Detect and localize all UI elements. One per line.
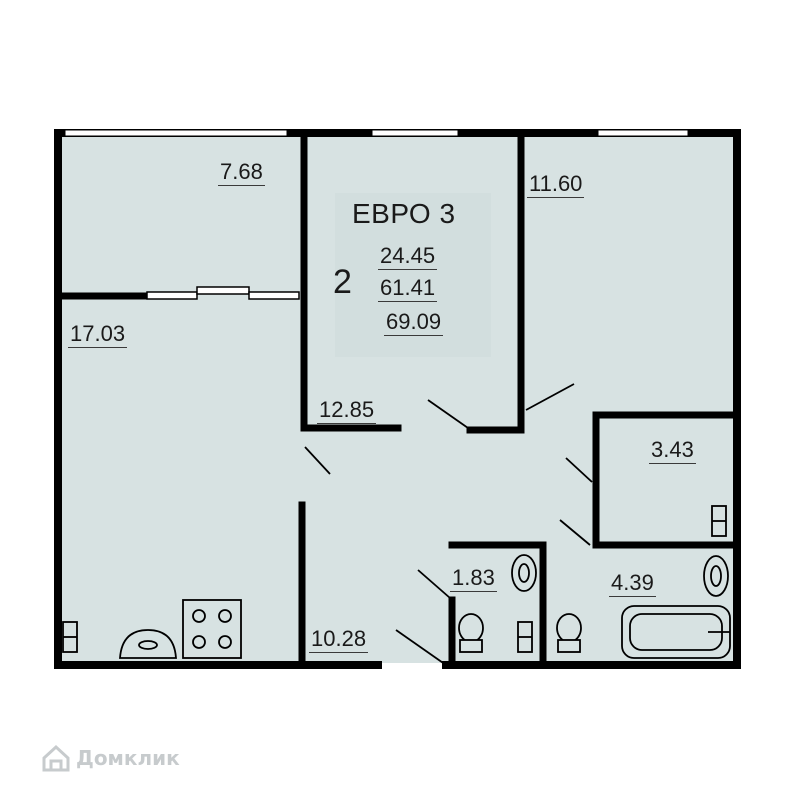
toilet-icon	[458, 613, 484, 653]
room-area-hall: 12.85	[317, 397, 377, 424]
stove-icon	[182, 599, 242, 659]
total-area: 61.41	[378, 275, 438, 302]
room-area-loggia: 7.68	[218, 159, 265, 186]
window	[64, 129, 288, 137]
house-logo-icon	[42, 744, 70, 772]
toilet-icon	[556, 613, 582, 653]
room-area-entrance: 10.28	[309, 626, 369, 653]
appliance-icon	[62, 621, 78, 653]
window	[597, 129, 689, 137]
rooms-count: 2	[333, 263, 352, 301]
appliance-icon	[517, 621, 533, 653]
room-area-bathroom: 4.39	[609, 570, 656, 597]
total-area-with-balcony: 69.09	[384, 309, 444, 336]
apartment-type-label: ЕВРО 3	[352, 198, 456, 229]
door-swings	[304, 383, 593, 666]
kitchen-sink-icon	[119, 629, 177, 659]
apartment-info-box	[335, 193, 491, 357]
bathtub-icon	[621, 605, 731, 659]
room-area-bedroom: 11.60	[527, 171, 585, 198]
washbasin-icon	[511, 554, 537, 592]
sliding-door	[146, 286, 300, 300]
room-area-wc: 1.83	[450, 565, 497, 592]
windows	[64, 129, 689, 137]
appliance-icon	[711, 505, 727, 537]
room-area-wardrobe: 3.43	[649, 437, 696, 464]
room-area-kitchen-living: 17.03	[68, 321, 128, 348]
living-area: 24.45	[378, 243, 438, 270]
interior-walls	[54, 129, 741, 669]
window	[371, 129, 459, 137]
watermark-text: Домклик	[76, 746, 180, 770]
watermark: Домклик	[40, 742, 180, 774]
washbasin-icon	[703, 555, 729, 597]
